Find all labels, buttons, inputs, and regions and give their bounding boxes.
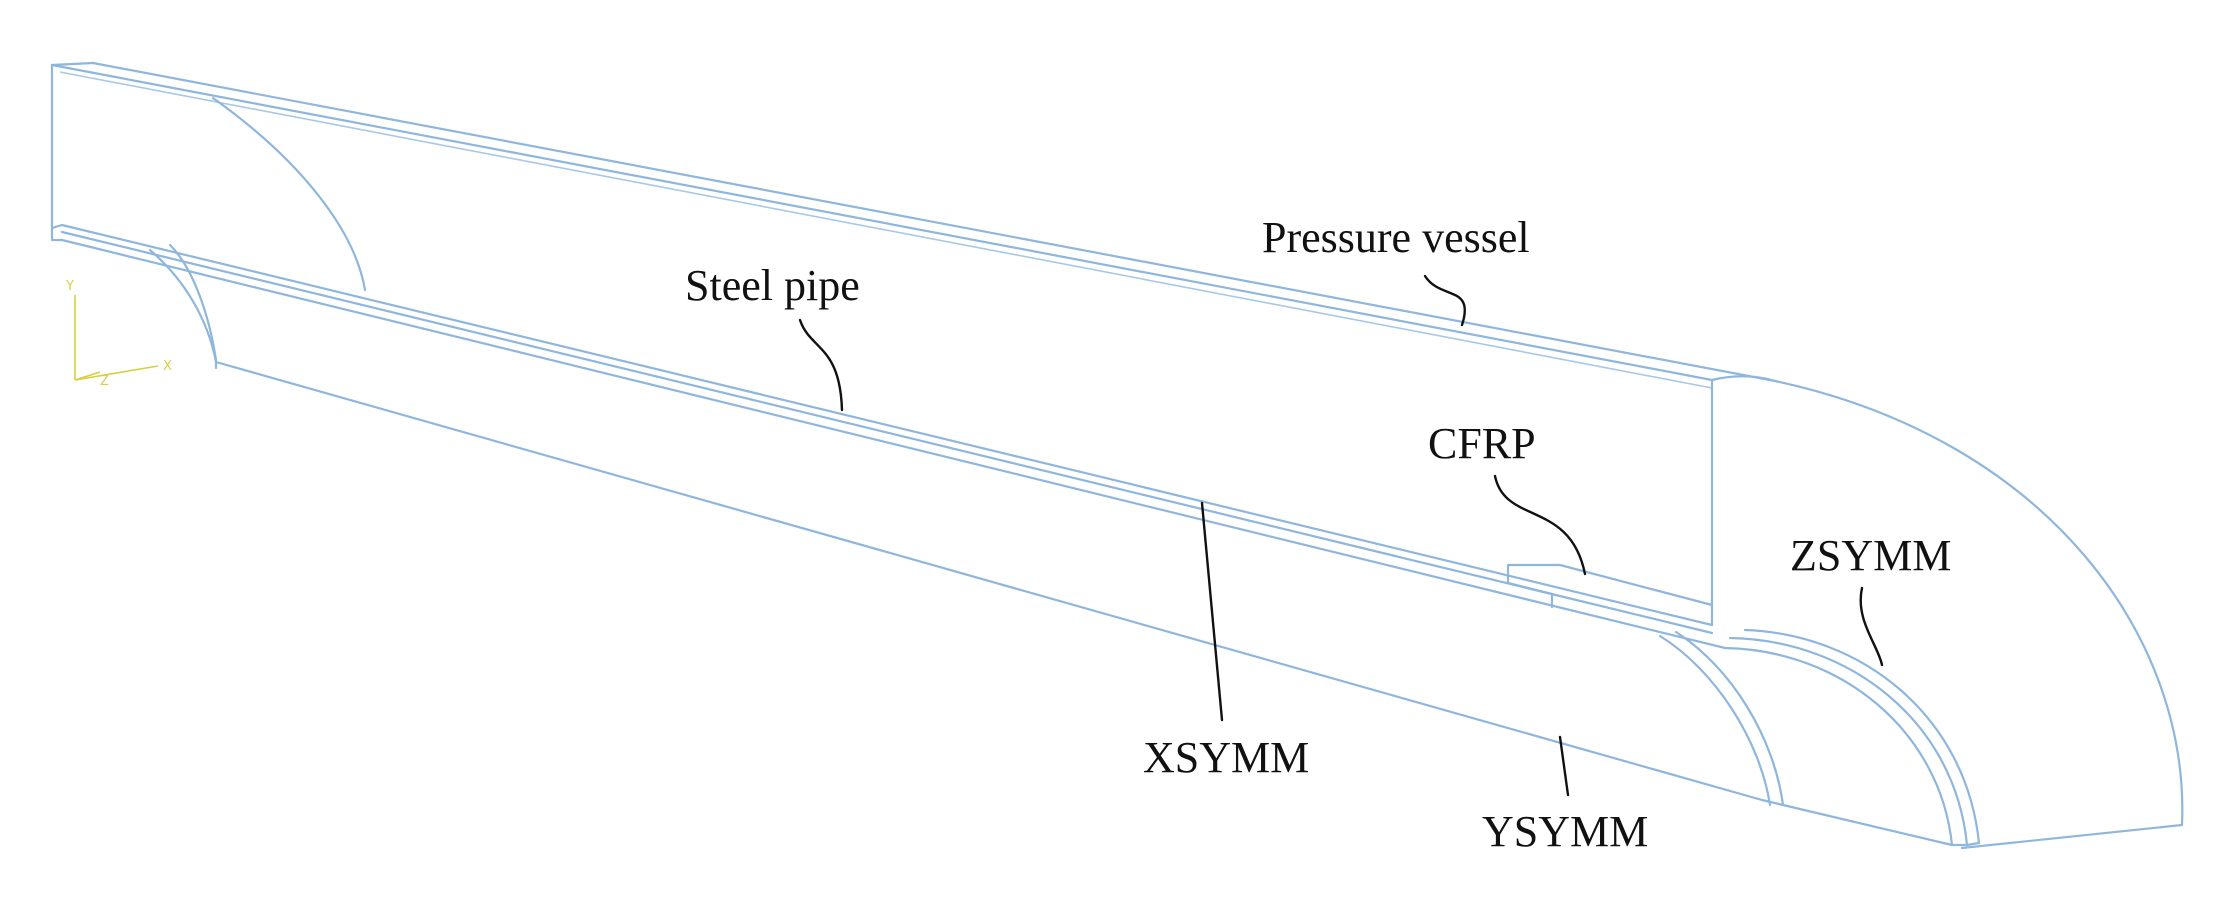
z-axis-line bbox=[74, 371, 101, 381]
xsymm-leader bbox=[1200, 501, 1224, 722]
zsymm-leader bbox=[1859, 586, 1884, 667]
labels: Pressure vessel Steel pipe CFRP ZSYMM XS… bbox=[685, 213, 1951, 856]
ysymm-leader bbox=[1558, 735, 1570, 797]
end-arcs-geometry bbox=[1658, 628, 1981, 847]
xsymm-label: XSYMM bbox=[1143, 733, 1309, 782]
steel-pipe-label: Steel pipe bbox=[685, 261, 860, 310]
x-axis-label: X bbox=[163, 359, 172, 374]
leader-lines bbox=[798, 274, 1884, 797]
steel-pipe-leader bbox=[798, 318, 844, 412]
pressure-vessel-label: Pressure vessel bbox=[1262, 213, 1530, 262]
y-axis-label: Y bbox=[65, 279, 74, 294]
x-axis-line bbox=[74, 365, 159, 381]
cfrp-leader bbox=[1493, 474, 1587, 576]
zsymm-label: ZSYMM bbox=[1790, 531, 1951, 580]
axis-triad: Y X Z bbox=[65, 279, 172, 389]
pressure-vessel-leader bbox=[1423, 274, 1466, 327]
pressure-vessel-geometry bbox=[50, 61, 2184, 850]
ysymm-label: YSYMM bbox=[1482, 807, 1648, 856]
cfrp-geometry bbox=[1506, 563, 1714, 609]
steel-pipe-geometry bbox=[50, 223, 1764, 802]
cfrp-label: CFRP bbox=[1428, 419, 1536, 468]
z-axis-label: Z bbox=[100, 374, 109, 389]
